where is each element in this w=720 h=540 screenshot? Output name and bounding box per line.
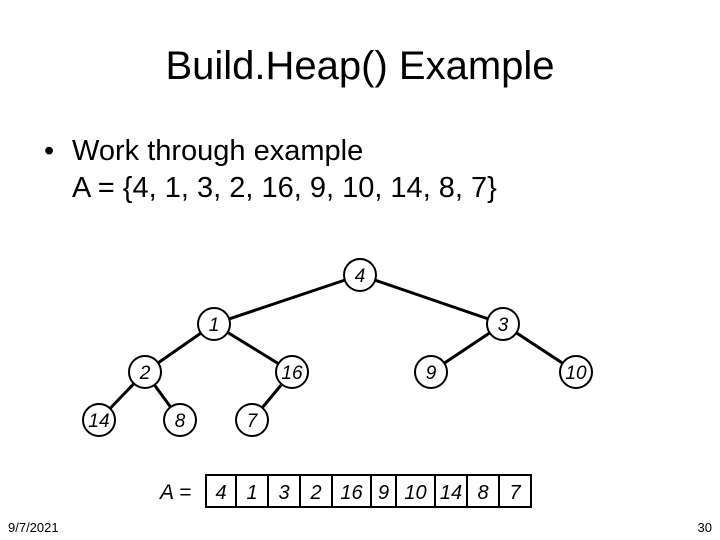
tree-node-10: 10	[559, 355, 593, 389]
array-cell: 2	[301, 474, 333, 508]
tree-node-circle	[414, 355, 448, 389]
tree-node-circle	[559, 355, 593, 389]
tree-edge	[359, 273, 504, 326]
tree-node-circle	[163, 403, 197, 437]
tree-node-label: 9	[426, 363, 437, 384]
tree-node-circle	[82, 403, 116, 437]
tree-edge	[213, 273, 361, 326]
array-cell: 10	[397, 474, 436, 508]
tree-node-14: 14	[82, 403, 116, 437]
array-cell: 9	[372, 474, 397, 508]
array-cell: 1	[237, 474, 269, 508]
footer-page-number: 30	[697, 520, 712, 535]
tree-node-7: 7	[235, 403, 269, 437]
tree-node-label: 3	[498, 315, 509, 336]
bullet-symbol: •	[44, 135, 55, 167]
bullet-text-line2: A = {4, 1, 3, 2, 16, 9, 10, 14, 8, 7}	[72, 172, 497, 204]
tree-node-circle	[235, 403, 269, 437]
tree-node-label: 16	[281, 363, 303, 384]
tree-node-label: 14	[88, 411, 109, 432]
array-cell: 4	[205, 474, 237, 508]
array-cell: 7	[500, 474, 532, 508]
tree-node-circle	[275, 355, 309, 389]
tree-node-16: 16	[275, 355, 309, 389]
tree-node-9: 9	[414, 355, 448, 389]
array-cell: 14	[436, 474, 468, 508]
tree-node-2: 2	[128, 355, 162, 389]
array-cell: 16	[333, 474, 372, 508]
tree-node-circle	[486, 307, 520, 341]
tree-node-label: 7	[247, 411, 259, 432]
tree-nodes: 4 1 3 2 16 9 10 14 8 7	[82, 258, 593, 437]
tree-node-1: 1	[197, 307, 231, 341]
tree-node-label: 10	[565, 363, 587, 384]
tree-node-label: 8	[175, 411, 186, 432]
bullet-text-line1: Work through example	[72, 135, 364, 167]
tree-node-3: 3	[486, 307, 520, 341]
slide-title: Build.Heap() Example	[165, 44, 555, 88]
tree-edges	[97, 273, 577, 422]
tree-node-4: 4	[343, 258, 377, 292]
array-cell: 3	[269, 474, 301, 508]
tree-node-circle	[343, 258, 377, 292]
tree-node-circle	[128, 355, 162, 389]
array-cell: 8	[468, 474, 500, 508]
tree-node-label: 1	[209, 315, 220, 336]
array-label: A =	[160, 481, 192, 504]
tree-node-circle	[197, 307, 231, 341]
tree-node-label: 4	[355, 266, 366, 287]
tree-node-8: 8	[163, 403, 197, 437]
footer-date: 9/7/2021	[8, 520, 59, 535]
tree-node-label: 2	[139, 363, 151, 384]
